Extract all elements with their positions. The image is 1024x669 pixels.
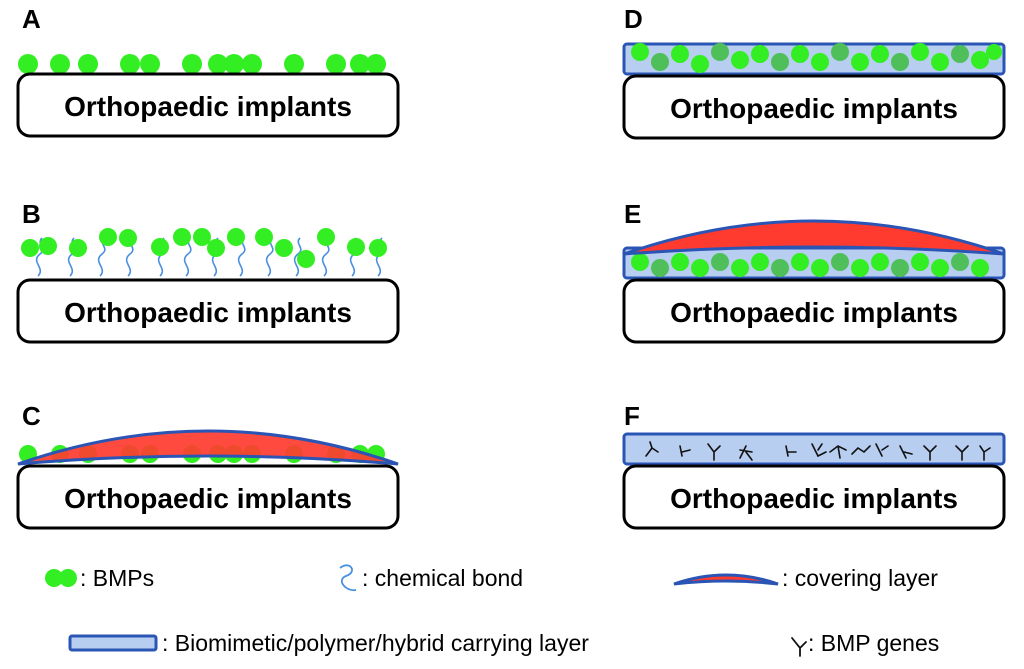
chemical-bond-icon bbox=[339, 564, 357, 592]
implant-label-e: Orthopaedic implants bbox=[670, 297, 958, 328]
implant-box-d bbox=[622, 74, 1006, 140]
panel-letter-e: E bbox=[624, 199, 641, 229]
bmp-gene-icon bbox=[791, 637, 807, 657]
bmp-particles-b bbox=[21, 228, 387, 268]
implant-box-a bbox=[16, 72, 400, 138]
legend: : BMPs : chemical bond : covering layer … bbox=[45, 564, 939, 657]
bmp-particles-d bbox=[631, 43, 1002, 73]
legend-carrying-layer: : Biomimetic/polymer/hybrid carrying lay… bbox=[68, 630, 589, 656]
panel-e: E Orthopaedic implants bbox=[622, 199, 1006, 344]
implant-label-c: Orthopaedic implants bbox=[64, 483, 352, 514]
legend-covering-layer: : covering layer bbox=[673, 565, 938, 591]
panel-letter-c: C bbox=[22, 401, 41, 431]
implant-label-d: Orthopaedic implants bbox=[670, 93, 958, 124]
bmp-particles-a bbox=[18, 54, 386, 74]
panel-c: C Orthopaedic implants bbox=[16, 401, 400, 530]
bmp-particles-e bbox=[631, 253, 989, 277]
panel-letter-b: B bbox=[22, 199, 41, 229]
legend-covering-layer-label: : covering layer bbox=[782, 565, 938, 591]
panel-f: F Orthopaedic implants bbox=[622, 401, 1006, 530]
covering-layer-e bbox=[623, 219, 1005, 256]
panel-letter-a: A bbox=[22, 4, 41, 34]
panel-letter-d: D bbox=[624, 4, 643, 34]
covering-layer-c bbox=[17, 429, 399, 466]
carrying-layer-icon bbox=[68, 634, 158, 652]
implant-box-b bbox=[16, 278, 400, 344]
legend-carrying-layer-label: : Biomimetic/polymer/hybrid carrying lay… bbox=[162, 630, 589, 656]
legend-bmp-genes: : BMP genes bbox=[791, 630, 939, 657]
panel-a: A Orthopaedic implants bbox=[16, 4, 400, 138]
legend-bmps: : BMPs bbox=[45, 565, 154, 591]
implant-label-f: Orthopaedic implants bbox=[670, 483, 958, 514]
panel-b: B bbox=[16, 199, 400, 344]
legend-bmp-genes-label: : BMP genes bbox=[808, 630, 939, 656]
legend-chemical-bond-label: : chemical bond bbox=[362, 565, 523, 591]
bmp-icon bbox=[45, 569, 63, 587]
panel-d: D Orthopaedic implants bbox=[622, 4, 1006, 140]
implant-label-a: Orthopaedic implants bbox=[64, 91, 352, 122]
panel-letter-f: F bbox=[624, 401, 640, 431]
implant-label-b: Orthopaedic implants bbox=[64, 297, 352, 328]
covering-layer-icon bbox=[673, 573, 779, 586]
implant-box-f bbox=[622, 464, 1006, 530]
bmp-genes-f bbox=[645, 441, 991, 461]
legend-chemical-bond: : chemical bond bbox=[339, 564, 523, 592]
implant-box-e bbox=[622, 278, 1006, 344]
implant-box-c bbox=[16, 464, 400, 530]
legend-bmps-label: : BMPs bbox=[80, 565, 154, 591]
